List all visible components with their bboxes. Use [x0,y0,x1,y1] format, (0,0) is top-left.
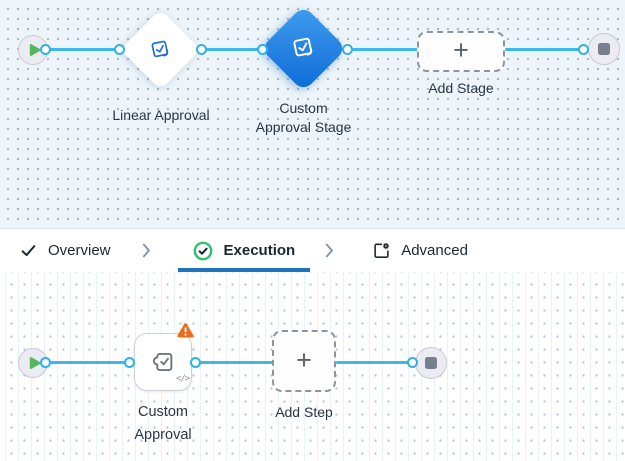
connector-port[interactable] [578,44,589,55]
stop-icon [598,43,610,55]
tab-advanced-label: Advanced [401,242,468,259]
approval-check-icon [149,38,173,62]
plus-icon: + [296,344,312,375]
play-icon [29,356,41,370]
stage-node-linear-approval[interactable] [120,9,201,90]
stage-label-linear-approval: Linear Approval [112,107,210,123]
tab-execution[interactable]: Execution [177,229,311,272]
stage-node-custom-approval-stage[interactable] [260,5,347,92]
add-step-label: Add Step [275,404,333,420]
connector-port[interactable] [190,357,201,368]
stage-label-custom-approval-stage: Custom Approval Stage [255,100,352,135]
tab-advanced[interactable]: Advanced [373,229,468,272]
edge[interactable] [336,361,414,364]
flow-end-node[interactable] [415,347,447,379]
edge[interactable] [505,48,585,51]
connector-port[interactable] [114,44,125,55]
page-gear-icon [373,242,390,259]
connector-port[interactable] [257,44,268,55]
flow-end-node[interactable] [588,33,620,65]
connector-port[interactable] [407,357,418,368]
stage-canvas[interactable]: + Linear Approval Custom Approval Stage … [0,0,625,228]
edge[interactable] [200,48,264,51]
tab-overview-label: Overview [48,242,111,259]
connector-port[interactable] [40,357,51,368]
add-step-button[interactable]: + [272,330,336,392]
step-canvas[interactable]: </> + Custom Approval Add Step [0,272,625,461]
stage-tab-bar: Overview Execution [0,228,625,272]
check-icon [20,242,37,259]
edge[interactable] [196,361,274,364]
tab-execution-label: Execution [223,242,296,259]
step-label-custom-approval: Custom Approval [134,404,192,443]
edge[interactable] [347,48,418,51]
custom-step-check-icon [148,347,178,377]
connector-port[interactable] [40,44,51,55]
plus-icon: + [453,35,469,65]
tab-overview[interactable]: Overview [20,229,111,272]
chevron-right-icon [142,229,151,272]
connector-port[interactable] [196,44,207,55]
chevron-right-icon [325,229,334,272]
connector-port[interactable] [124,357,135,368]
check-circle-icon [193,241,213,261]
code-icon: </> [176,374,190,384]
connector-port[interactable] [342,44,353,55]
add-stage-button[interactable]: + [417,31,505,72]
warning-icon[interactable] [176,322,195,344]
add-stage-label: Add Stage [428,80,494,96]
play-icon [29,43,41,57]
approval-check-icon [290,35,317,62]
edge[interactable] [46,361,126,364]
stop-icon [425,357,437,369]
edge[interactable] [46,48,121,51]
